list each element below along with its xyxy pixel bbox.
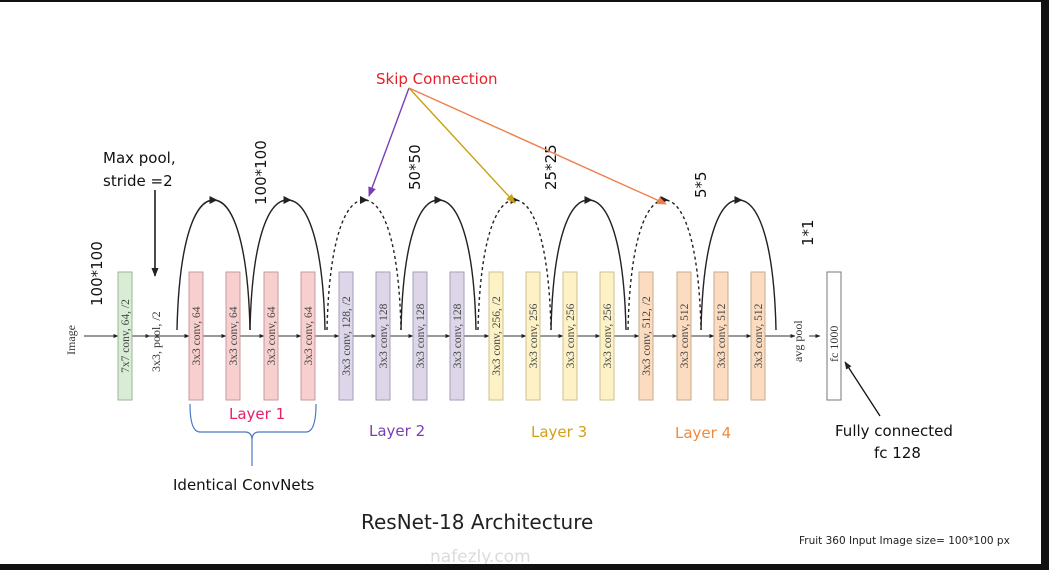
conv-block-rect	[412, 271, 428, 401]
conv-block-label: 3x3 conv, 256	[602, 303, 614, 368]
fully-connected-note-line2: fc 128	[874, 444, 921, 462]
conv-block-label: 3x3 conv, 128	[452, 303, 464, 368]
conv-block-label: 3x3 conv, 512	[753, 303, 765, 368]
conv-block-label: 3x3 conv, 512	[716, 303, 728, 368]
conv-block-rect	[188, 271, 204, 401]
conv-block-rect	[599, 271, 615, 401]
conv-block: 3x3 conv, 256, /2	[488, 271, 504, 401]
conv-block-label: 3x3 conv, 128	[378, 303, 390, 368]
residual-arcs	[176, 196, 777, 331]
size-label-layer3: 25*25	[542, 144, 560, 190]
input-label: Image	[64, 325, 78, 355]
conv-block: 3x3 conv, 64	[263, 271, 279, 401]
fully-connected-note-line1: Fully connected	[835, 422, 953, 440]
conv-block: 3x3 conv, 256	[562, 271, 578, 401]
diagram-canvas: 7x7 conv, 64, /2 3x3 conv, 64 3x3 conv, 64…	[0, 2, 1041, 564]
skip-arrow-layer3	[408, 87, 516, 204]
identical-convnets-note: Identical ConvNets	[173, 476, 314, 494]
conv-block: 3x3 conv, 64	[300, 271, 316, 401]
avgpool-label: avg pool	[791, 320, 805, 362]
conv-block-rect	[225, 271, 241, 401]
conv-block-rect	[750, 271, 766, 401]
arc-arrowhead	[734, 196, 743, 204]
resnet-diagram: 7x7 conv, 64, /2 3x3 conv, 64 3x3 conv, 64…	[64, 70, 1010, 564]
conv-block: 3x3 conv, 128	[375, 271, 391, 401]
size-label-output: 1*1	[799, 219, 817, 246]
conv-block-rect	[300, 271, 316, 401]
conv-block-label: 3x3 conv, 256	[528, 303, 540, 368]
arc-arrowhead	[434, 196, 443, 204]
maxpool-note-line1: Max pool,	[103, 149, 176, 167]
conv-block: 3x3 conv, 512	[713, 271, 729, 401]
conv-block-label: 3x3 conv, 64	[191, 306, 203, 365]
size-label-layer2: 50*50	[406, 144, 424, 190]
conv-block-label: 3x3 conv, 256	[565, 303, 577, 368]
conv-block: 3x3 conv, 256	[525, 271, 541, 401]
conv-block-rect	[525, 271, 541, 401]
conv-block: 3x3 conv, 128	[412, 271, 428, 401]
layer4-label: Layer 4	[675, 424, 731, 442]
conv-block-rect	[638, 271, 654, 401]
conv-block-label: 3x3 conv, 64	[303, 306, 315, 365]
conv-block-rect	[375, 271, 391, 401]
conv-block-label: 3x3 conv, 128	[415, 303, 427, 368]
arc-arrowhead	[360, 196, 368, 204]
conv-block-rect	[713, 271, 729, 401]
conv-block-rect	[449, 271, 465, 401]
conv-block: 3x3 conv, 128, /2	[338, 271, 354, 401]
size-label-input: 100*100	[88, 241, 106, 306]
conv-block-rect	[562, 271, 578, 401]
layer2-label: Layer 2	[369, 422, 425, 440]
conv-block-rect	[488, 271, 504, 401]
conv-block: 3x3 conv, 512	[676, 271, 692, 401]
conv-block-rect	[263, 271, 279, 401]
footer-note: Fruit 360 Input Image size= 100*100 px	[799, 535, 1010, 547]
size-label-layer1: 100*100	[252, 140, 270, 205]
conv-block-rect	[338, 271, 354, 401]
diagram-title: ResNet-18 Architecture	[361, 510, 593, 534]
conv-block-rect	[117, 271, 133, 401]
conv-block-rect	[676, 271, 692, 401]
conv-block-label: 3x3 conv, 512	[679, 303, 691, 368]
fc-block	[826, 271, 842, 401]
layer1-label: Layer 1	[229, 405, 285, 423]
conv-block-label: 3x3 conv, 128, /2	[341, 296, 353, 376]
skip-arrow-layer4	[408, 87, 667, 205]
conv-block: 7x7 conv, 64, /2	[117, 271, 133, 401]
conv-block: 3x3 conv, 512	[750, 271, 766, 401]
layer3-label: Layer 3	[531, 423, 587, 441]
conv-block-label: 3x3 conv, 512, /2	[641, 296, 653, 376]
skip-connection-arc	[550, 199, 627, 331]
fc-pointer-arrow	[844, 361, 881, 417]
watermark: nafezly.com	[430, 547, 531, 564]
conv-block: 3x3 conv, 256	[599, 271, 615, 401]
arc-arrowhead	[283, 196, 292, 204]
skip-connection-label: Skip Connection	[376, 70, 498, 88]
conv-block: 3x3 conv, 512, /2	[638, 271, 654, 401]
conv-block-label: 3x3 conv, 64	[266, 306, 278, 365]
arc-arrowhead	[209, 196, 218, 204]
conv-blocks: 7x7 conv, 64, /2 3x3 conv, 64 3x3 conv, 64…	[117, 271, 766, 401]
skip-connection-arc	[400, 199, 477, 331]
conv-block: 3x3 conv, 128	[449, 271, 465, 401]
conv-block-label: 3x3 conv, 256, /2	[491, 296, 503, 376]
arc-arrowhead	[584, 196, 593, 204]
size-label-layer4: 5*5	[692, 171, 710, 198]
layer1-brace	[189, 403, 317, 466]
conv-block-label: 7x7 conv, 64, /2	[120, 299, 132, 373]
maxpool-note-line2: stride =2	[103, 172, 173, 190]
conv-block: 3x3 conv, 64	[225, 271, 241, 401]
fc-block-label: fc 1000	[827, 326, 841, 362]
conv-block: 3x3 conv, 64	[188, 271, 204, 401]
conv-block-label: 3x3 conv, 64	[228, 306, 240, 365]
maxpool-block-label: 3x3, pool, /2	[149, 311, 163, 372]
skip-arrow-layer2	[368, 87, 410, 197]
